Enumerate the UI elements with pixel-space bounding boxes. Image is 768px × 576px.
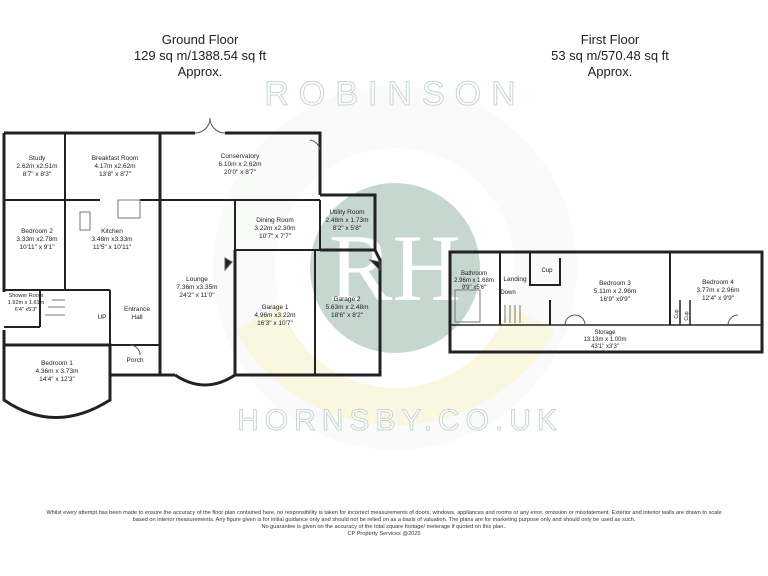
disclaimer-line-3: No guarantee is given on the accuracy of… <box>261 524 507 530</box>
room-size-m-breakfast: 4.17m x2.62m <box>94 163 135 170</box>
watermark-text-bottom: HORNSBY.CO.UK <box>237 404 563 437</box>
watermark-monogram: RH <box>329 215 461 321</box>
room-size-m-bedroom4: 3.77m x 2.96m <box>697 287 740 294</box>
label-hall: Hall <box>131 314 143 321</box>
watermark-inner-circle <box>275 148 515 388</box>
room-size-ft-bedroom1: 14'4" x 12'3" <box>39 376 75 383</box>
ground-floor-walls <box>2 131 382 419</box>
room-size-m-utility: 2.48m x 1.73m <box>326 217 369 224</box>
ground-floor-title: Ground Floor <box>161 32 239 47</box>
room-name-storage: Storage <box>594 330 616 336</box>
label-porch: Porch <box>127 357 144 364</box>
room-size-m-bedroom2: 3.33m x2.78m <box>16 236 57 243</box>
first-floor-approx: Approx. <box>587 64 633 79</box>
room-size-ft-bedroom3: 16'9" x9'9" <box>600 296 631 303</box>
room-name-shower: Shower Room <box>9 293 44 299</box>
room-size-m-garage1: 4.96m x3.22m <box>254 312 295 319</box>
disclaimer-line-1: Whilst every attempt has been made to en… <box>46 510 722 516</box>
label-down: Down <box>500 290 515 296</box>
room-size-m-bedroom3: 5.11m x 2.96m <box>594 288 637 295</box>
room-size-m-conservatory: 6.10m x 2.62m <box>219 161 262 168</box>
first-floor-area: 53 sq m/570.48 sq ft <box>551 48 669 63</box>
room-name-dining: Dining Room <box>256 217 294 224</box>
first-floor-details <box>454 289 739 326</box>
ground-floor-labels: Study 2.62m x2.51m 8'7" x 8'3" Breakfast… <box>8 153 369 383</box>
label-cup-2: Cup <box>674 309 680 318</box>
room-size-ft-shower: 6'4" x5'3" <box>15 307 38 313</box>
room-name-utility: Utility Room <box>329 209 364 216</box>
watermark-text-top: ROBINSON <box>264 75 525 113</box>
room-size-ft-study: 8'7" x 8'3" <box>23 171 52 178</box>
room-name-garage1: Garage 1 <box>261 304 288 311</box>
label-landing: Landing <box>503 276 527 283</box>
ground-floor-details <box>45 117 381 356</box>
ground-floor-approx: Approx. <box>177 64 223 79</box>
watermark-yellow-band <box>235 300 555 426</box>
first-floor-walls <box>448 250 764 354</box>
room-name-kitchen: Kitchen <box>101 228 123 235</box>
room-size-m-storage: 13.13m x 1.00m <box>583 337 626 343</box>
room-size-ft-dining: 10'7" x 7'7" <box>259 233 292 240</box>
kitchen-sink-icon <box>79 211 91 231</box>
room-size-m-shower: 1.92m x 1.61m <box>8 300 45 306</box>
room-name-breakfast: Breakfast Room <box>92 155 139 162</box>
room-size-ft-garage1: 16'3" x 10'7" <box>257 320 293 327</box>
label-cup-3: Cup <box>684 311 690 320</box>
room-name-lounge: Lounge <box>186 276 208 283</box>
bath-icon <box>454 289 481 323</box>
room-name-study: Study <box>29 155 46 162</box>
kitchen-hob-icon <box>117 199 141 219</box>
first-floor-header: First Floor 53 sq m/570.48 sq ft Approx. <box>500 32 720 80</box>
disclaimer: Whilst every attempt has been made to en… <box>20 510 748 538</box>
room-name-bedroom1: Bedroom 1 <box>41 360 73 367</box>
room-name-bedroom3: Bedroom 3 <box>599 280 631 287</box>
room-size-m-study: 2.62m x2.51m <box>16 163 57 170</box>
room-size-m-bedroom1: 4.36m x 3.73m <box>36 368 79 375</box>
room-size-ft-breakfast: 13'8" x 8'7" <box>99 171 132 178</box>
room-name-bathroom: Bathroom <box>461 271 487 277</box>
room-size-ft-lounge: 24'2" x 11'0" <box>179 292 215 299</box>
room-size-ft-storage: 43'1" x3'3" <box>591 344 619 350</box>
room-name-bedroom2: Bedroom 2 <box>21 228 53 235</box>
room-size-m-lounge: 7.36m x3.35m <box>176 284 217 291</box>
watermark-monogram-disc <box>310 183 480 353</box>
room-size-ft-utility: 8'2" x 5'8" <box>333 225 362 232</box>
room-size-ft-bathroom: 9'9" x5'6" <box>462 285 487 291</box>
watermark: RH ROBINSON HORNSBY.CO.UK <box>213 75 577 450</box>
watermark-outer-ring <box>213 86 577 450</box>
room-size-ft-garage2: 18'6" x 8'2" <box>331 312 364 319</box>
label-cup-1: Cup <box>541 268 553 274</box>
room-name-garage2: Garage 2 <box>333 296 360 303</box>
room-name-conservatory: Conservatory <box>221 153 260 160</box>
room-name-bedroom4: Bedroom 4 <box>702 279 734 286</box>
room-size-m-dining: 3.22m x2.30m <box>254 225 295 232</box>
disclaimer-line-4: CP Property Services @2025 <box>347 531 421 537</box>
room-size-m-kitchen: 3.48m x3.33m <box>91 236 132 243</box>
room-size-ft-bedroom2: 10'11" x 9'1" <box>19 244 55 251</box>
first-floor-title: First Floor <box>580 32 640 47</box>
label-up: UP <box>97 314 106 321</box>
ground-floor-area: 129 sq m/1388.54 sq ft <box>133 48 267 63</box>
fireplace-icon <box>224 257 233 272</box>
room-size-ft-kitchen: 11'5" x 10'11" <box>93 244 132 251</box>
ground-floor-header: Ground Floor 129 sq m/1388.54 sq ft Appr… <box>90 32 310 80</box>
room-size-ft-bedroom4: 12'4" x 9'9" <box>702 295 735 302</box>
disclaimer-line-2: based on interior measurements. Any figu… <box>132 517 636 523</box>
garage-corner-icon <box>368 259 381 272</box>
room-size-ft-conservatory: 20'0" x 8'7" <box>224 169 257 176</box>
room-size-m-garage2: 5.63m x 2.48m <box>326 304 369 311</box>
label-entrance: Entrance <box>124 306 150 313</box>
first-floor-labels: Bathroom 2.96m x 1.68m 9'9" x5'6" Bedroo… <box>454 268 739 350</box>
room-size-m-bathroom: 2.96m x 1.68m <box>454 278 494 284</box>
